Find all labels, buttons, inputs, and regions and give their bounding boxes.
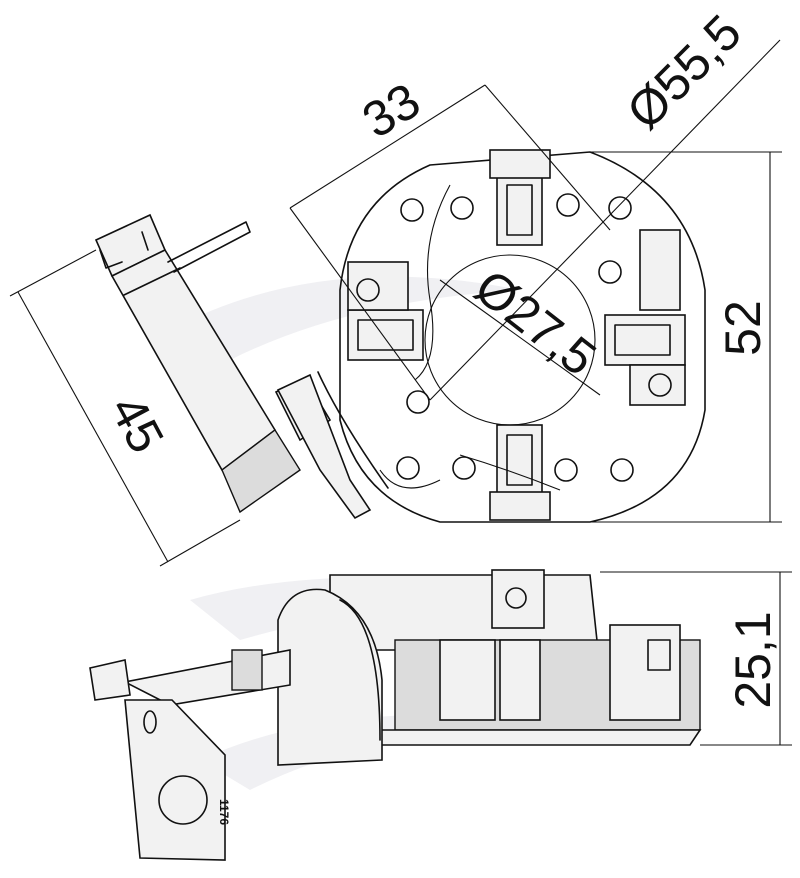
dim-52: 52 (715, 300, 771, 356)
front-view (276, 149, 706, 523)
bottom-view (89, 569, 702, 861)
dim-diameter-27-5: Ø27,5 (465, 259, 607, 387)
dimension-lines (9, 39, 792, 746)
dim-33: 33 (353, 72, 430, 149)
dim-45: 45 (99, 386, 175, 461)
part-number: 1176 (217, 799, 231, 825)
dim-diameter-55-5: Ø55,5 (616, 4, 752, 140)
side-view (94, 213, 332, 514)
dim-25-1: 25,1 (725, 611, 781, 708)
